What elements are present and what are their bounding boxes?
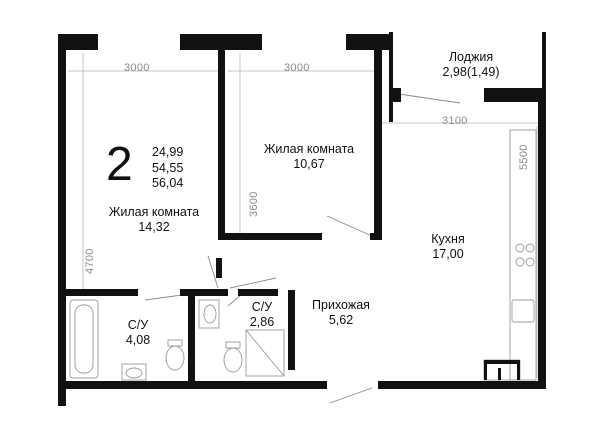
room-name: С/У [251, 300, 273, 314]
area-useful: 54,55 [152, 160, 184, 175]
fixtures [69, 129, 537, 381]
room-label-bath2: С/У 2,86 [234, 300, 290, 330]
room-name: Жилая комната [263, 142, 355, 156]
dim-living2-depth: 3600 [248, 191, 260, 217]
room-area: 2,86 [249, 314, 275, 329]
room-name: Кухня [431, 232, 465, 246]
room-area: 14,32 [138, 219, 170, 234]
room-name: Лоджия [448, 50, 494, 64]
fridge-box [484, 360, 520, 380]
door-swings [144, 92, 461, 404]
dim-living1-depth: 4700 [84, 248, 96, 274]
room-area: 5,62 [328, 312, 354, 327]
dim-kitchen-depth: 5500 [518, 144, 530, 170]
room-label-kitchen: Кухня 17,00 [408, 232, 488, 262]
room-label-bath1: С/У 4,08 [110, 318, 166, 348]
room-name: Прихожая [312, 298, 370, 312]
walls [58, 32, 546, 406]
area-total: 56,04 [152, 176, 184, 190]
dimension-lines [68, 53, 542, 378]
room-area: 10,67 [293, 156, 325, 171]
room-area: 4,08 [125, 332, 151, 347]
apartment-areas: 24,99 54,55 56,04 [152, 145, 183, 192]
dim-living2-width: 3000 [284, 62, 310, 74]
room-label-hall: Прихожая 5,62 [296, 298, 386, 328]
dim-living1-width: 3000 [124, 62, 150, 74]
dim-kitchen-width: 3100 [442, 115, 468, 127]
room-area: 17,00 [432, 246, 464, 261]
rooms-count: 2 [106, 138, 133, 191]
room-name: С/У [127, 318, 149, 332]
room-label-living2: Жилая комната 10,67 [244, 142, 374, 172]
room-area: 2,98(1,49) [442, 64, 500, 79]
room-label-loggia: Лоджия 2,98(1,49) [416, 50, 526, 80]
room-name: Жилая комната [108, 205, 200, 219]
area-living: 24,99 [152, 145, 184, 159]
room-label-living1: Жилая комната 14,32 [86, 205, 222, 235]
